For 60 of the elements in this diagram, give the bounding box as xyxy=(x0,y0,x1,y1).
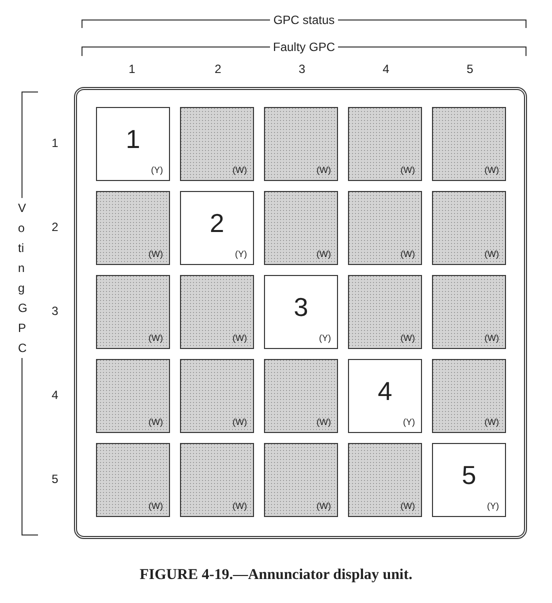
unlit-annunciator-light xyxy=(348,191,422,265)
unlit-annunciator-light xyxy=(432,275,506,349)
unlit-annunciator-light xyxy=(96,359,170,433)
color-code: (W) xyxy=(316,501,331,512)
color-code: (W) xyxy=(400,249,415,260)
axis-title: GPC status xyxy=(270,13,338,27)
unlit-annunciator-light xyxy=(96,191,170,265)
color-code: (W) xyxy=(232,333,247,344)
unlit-annunciator-light xyxy=(432,359,506,433)
light-number: 1 xyxy=(124,124,142,154)
color-code: (W) xyxy=(484,417,499,428)
lit-annunciator-light xyxy=(432,443,506,517)
color-code: (W) xyxy=(316,165,331,176)
unlit-annunciator-light xyxy=(96,443,170,517)
color-code: (Y) xyxy=(235,249,247,260)
lit-annunciator-light xyxy=(348,359,422,433)
color-code: (W) xyxy=(484,249,499,260)
unlit-annunciator-light xyxy=(180,107,254,181)
unlit-annunciator-light xyxy=(348,107,422,181)
color-code: (W) xyxy=(400,165,415,176)
color-code: (W) xyxy=(232,417,247,428)
color-code: (W) xyxy=(148,417,163,428)
color-code: (W) xyxy=(148,249,163,260)
color-code: (Y) xyxy=(403,417,415,428)
unlit-annunciator-light xyxy=(180,443,254,517)
color-code: (W) xyxy=(148,501,163,512)
color-code: (W) xyxy=(232,165,247,176)
unlit-annunciator-light xyxy=(180,359,254,433)
light-number: 4 xyxy=(376,376,394,406)
axis-title: Faulty GPC xyxy=(270,40,338,54)
figure-caption: FIGURE 4-19.—Annunciator display unit. xyxy=(138,567,414,584)
unlit-annunciator-light xyxy=(264,191,338,265)
unlit-annunciator-light xyxy=(348,275,422,349)
unlit-annunciator-light xyxy=(264,107,338,181)
unlit-annunciator-light xyxy=(180,275,254,349)
unlit-annunciator-light xyxy=(432,191,506,265)
display-panel xyxy=(74,87,527,539)
unlit-annunciator-light xyxy=(96,275,170,349)
color-code: (W) xyxy=(316,249,331,260)
lit-annunciator-light xyxy=(96,107,170,181)
color-code: (W) xyxy=(484,165,499,176)
color-code: (W) xyxy=(400,501,415,512)
unlit-annunciator-light xyxy=(264,443,338,517)
unlit-annunciator-light xyxy=(348,443,422,517)
color-code: (W) xyxy=(400,333,415,344)
light-number: 3 xyxy=(292,292,310,322)
light-number: 5 xyxy=(460,460,478,490)
color-code: (W) xyxy=(232,501,247,512)
color-code: (Y) xyxy=(487,501,499,512)
color-code: (Y) xyxy=(151,165,163,176)
color-code: (W) xyxy=(148,333,163,344)
lit-annunciator-light xyxy=(180,191,254,265)
unlit-annunciator-light xyxy=(432,107,506,181)
color-code: (Y) xyxy=(319,333,331,344)
color-code: (W) xyxy=(484,333,499,344)
unlit-annunciator-light xyxy=(264,359,338,433)
lit-annunciator-light xyxy=(264,275,338,349)
axis-title: Voting GPC xyxy=(18,198,26,358)
color-code: (W) xyxy=(316,417,331,428)
light-number: 2 xyxy=(208,208,226,238)
